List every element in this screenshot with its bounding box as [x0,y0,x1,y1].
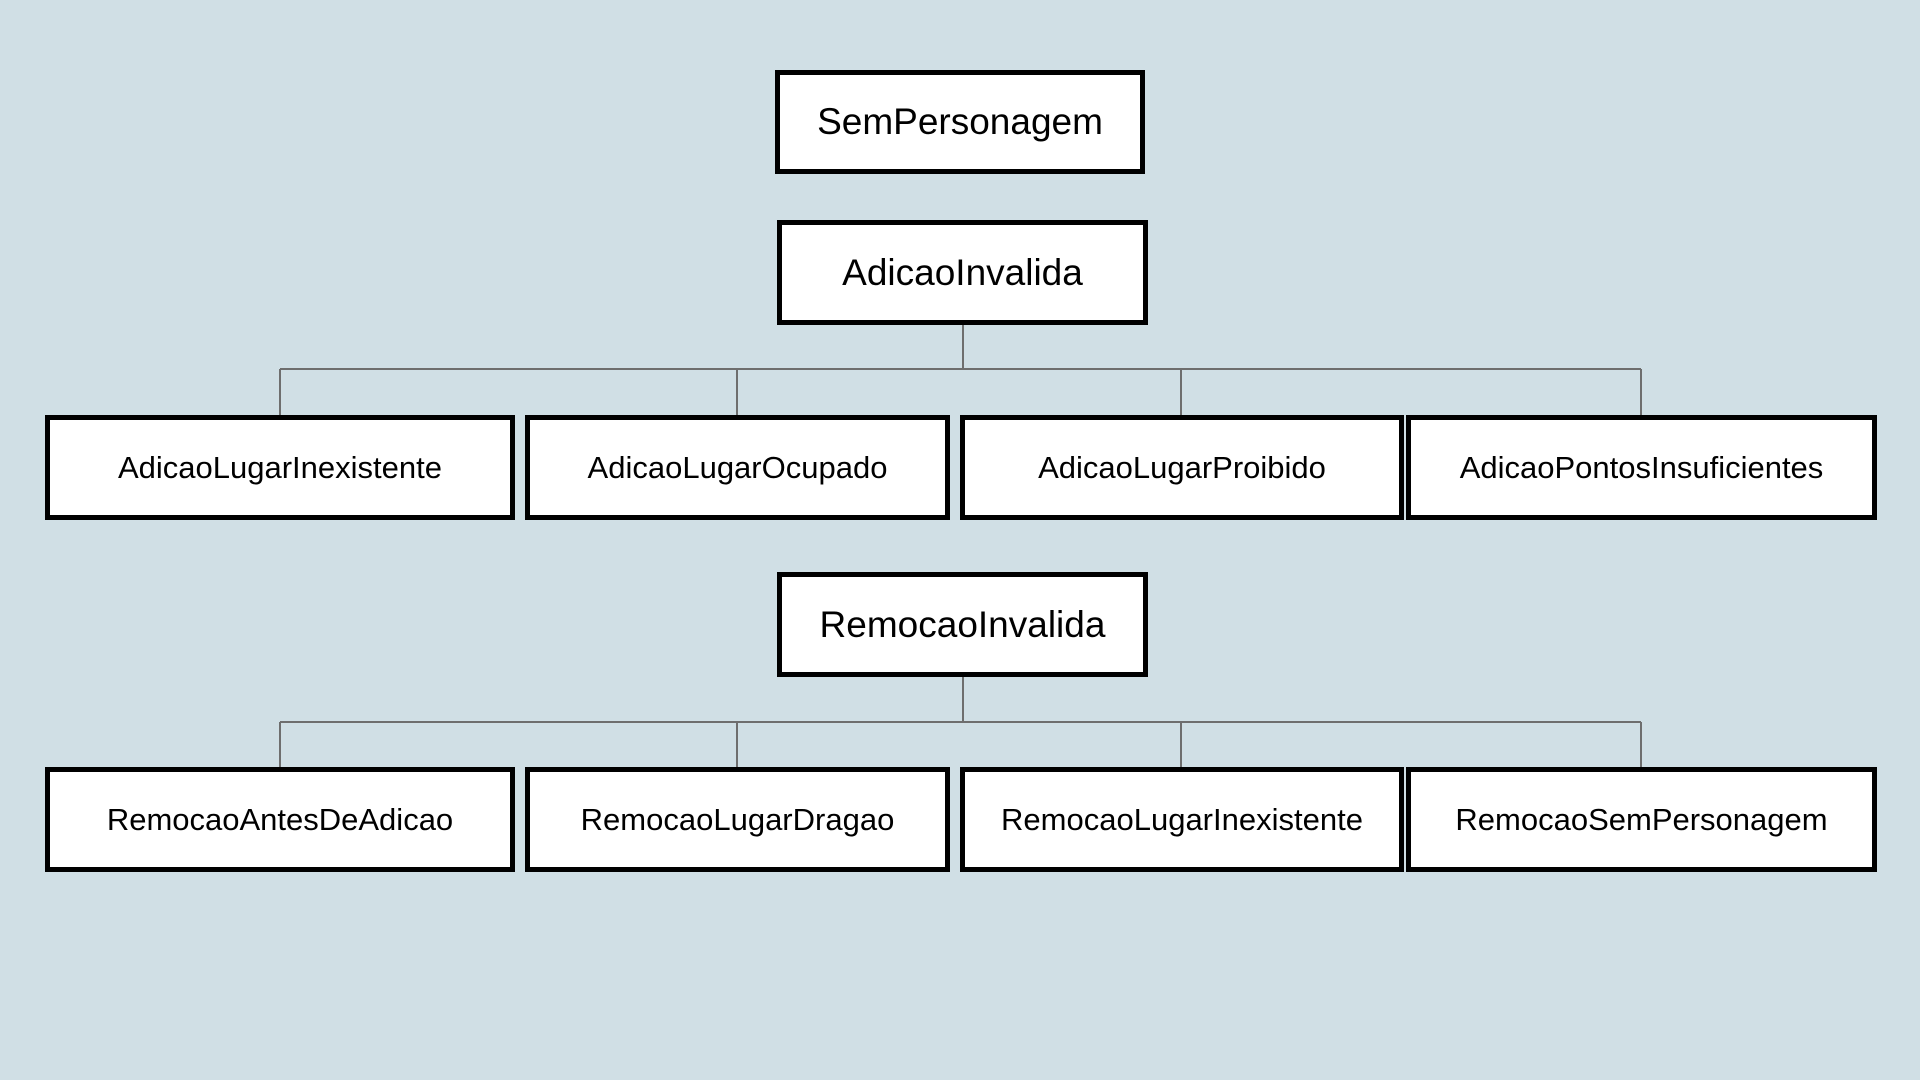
node-sempersonagem: SemPersonagem [775,70,1145,174]
node-remocaolugarinexistente: RemocaoLugarInexistente [960,767,1404,872]
node-adicaopontosinsuficientes: AdicaoPontosInsuficientes [1406,415,1877,520]
node-adicaoinvalida: AdicaoInvalida [777,220,1148,325]
node-remocaoantesdeadicao: RemocaoAntesDeAdicao [45,767,515,872]
node-remocaolugardragao: RemocaoLugarDragao [525,767,950,872]
node-adicaolugarocupado: AdicaoLugarOcupado [525,415,950,520]
node-adicaolugarinexistente: AdicaoLugarInexistente [45,415,515,520]
node-adicaolugarproibido: AdicaoLugarProibido [960,415,1404,520]
node-remocaosempersonagem: RemocaoSemPersonagem [1406,767,1877,872]
node-remocaoinvalida: RemocaoInvalida [777,572,1148,677]
